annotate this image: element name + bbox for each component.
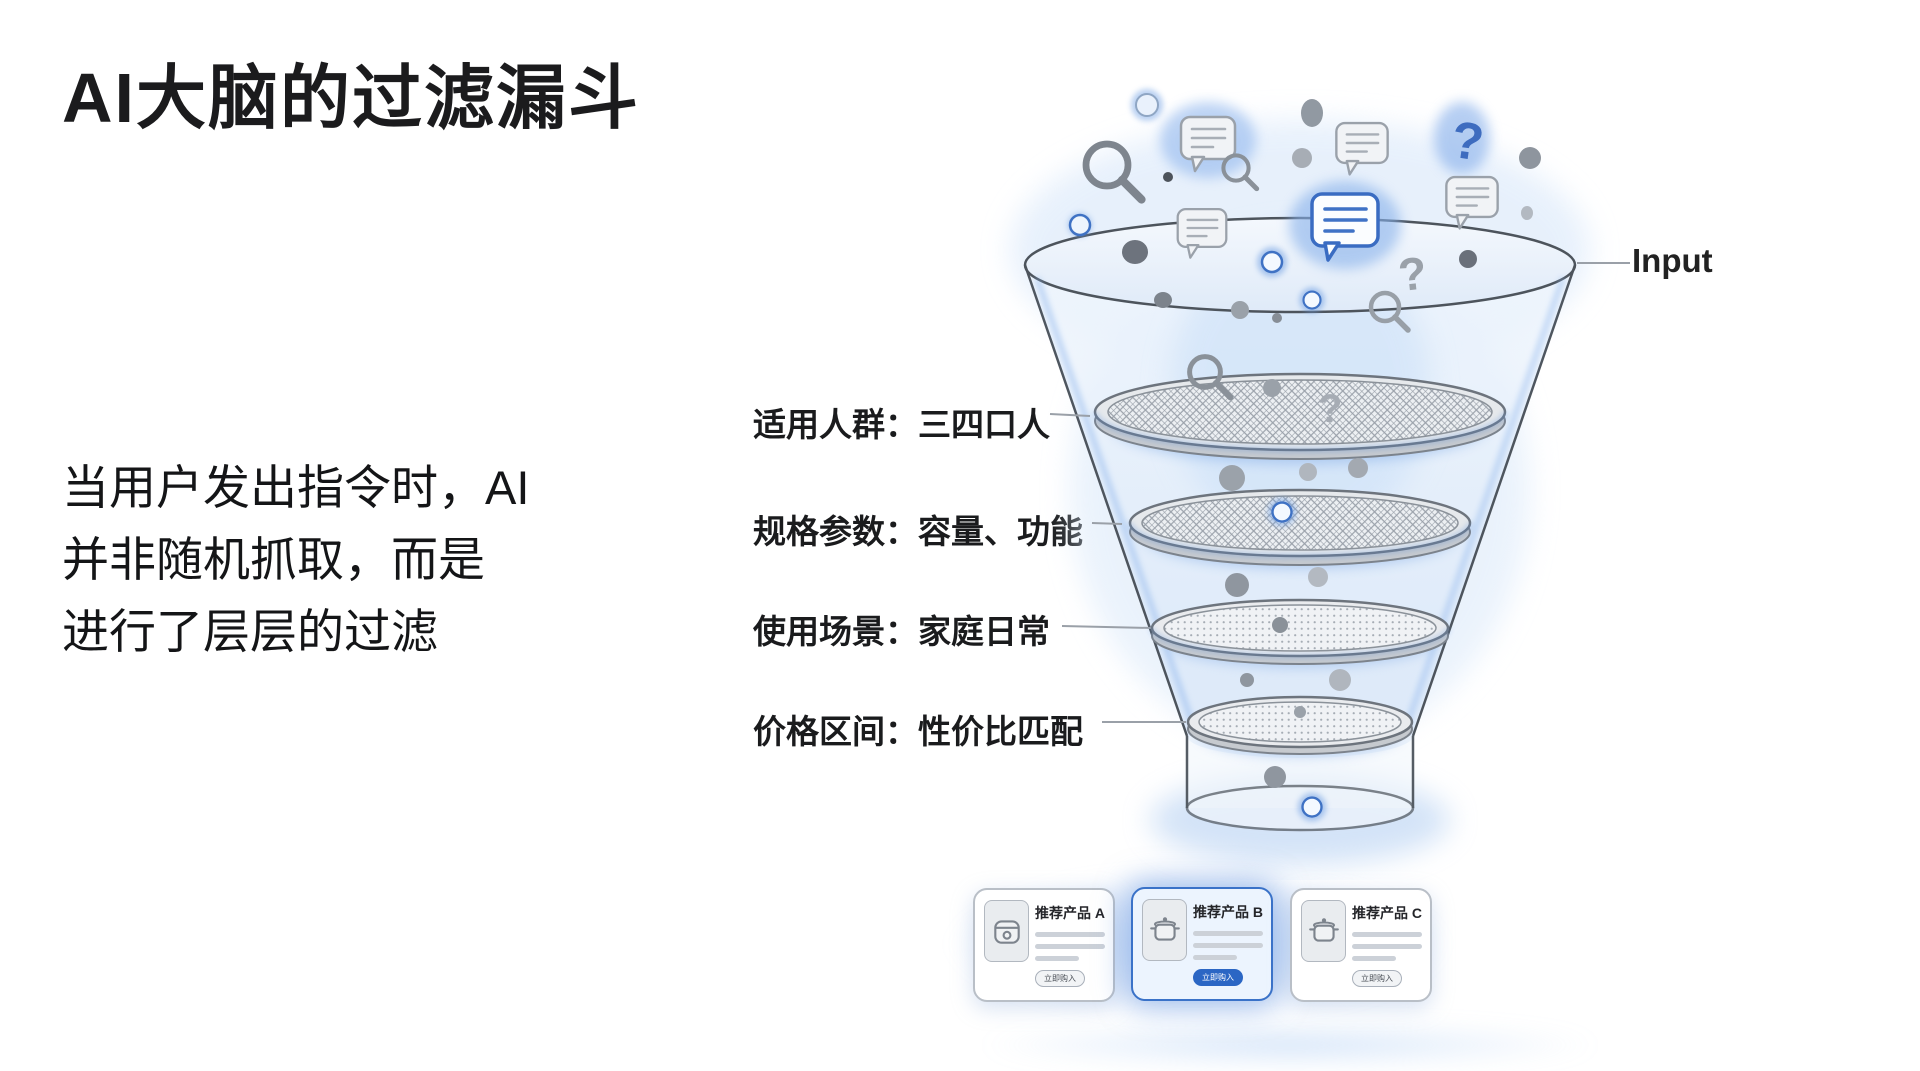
particle-dot — [1122, 240, 1148, 264]
particle-dot — [1301, 99, 1323, 127]
particle-dot — [1519, 147, 1541, 169]
glow-dot-icon — [1257, 247, 1287, 277]
question-mark-icon: ? — [1396, 246, 1429, 301]
page-title: AI大脑的过滤漏斗 — [62, 59, 640, 137]
particle-dot — [1068, 213, 1092, 237]
skeleton-line — [1035, 956, 1079, 961]
input-debris-icons: ? ? — [1068, 89, 1541, 301]
funnel-label-specs: 规格参数：容量、功能 — [753, 513, 1083, 550]
skeleton-line — [1193, 931, 1263, 936]
funnel-label-scenario: 使用场景：家庭日常 — [753, 613, 1050, 650]
buy-button[interactable]: 立即购入 — [1035, 970, 1085, 987]
filtered-particles: ? — [1154, 287, 1408, 821]
card-title: 推荐产品 B — [1193, 904, 1263, 920]
leader-lines — [1049, 262, 1630, 723]
description-line-2: 并非随机抓取，而是 — [62, 533, 485, 586]
skeleton-line — [1035, 944, 1105, 949]
card-title: 推荐产品 C — [1352, 905, 1422, 921]
skeleton-line — [1352, 932, 1422, 937]
skeleton-line — [1352, 956, 1396, 961]
particle-dot — [1459, 250, 1477, 268]
description-line-1: 当用户发出指令时，AI — [62, 461, 530, 514]
stock-pot-icon — [1142, 899, 1187, 961]
product-card-c[interactable]: 推荐产品 C 立即购入 — [1290, 888, 1432, 1002]
question-mark-icon: ? — [1318, 387, 1342, 431]
card-title: 推荐产品 A — [1035, 905, 1105, 921]
product-card-a[interactable]: 推荐产品 A 立即购入 — [973, 888, 1115, 1002]
funnel-label-audience: 适用人群：三四口人 — [753, 406, 1050, 443]
bottom-haze-glow — [980, 1022, 1600, 1068]
buy-button[interactable]: 立即购入 — [1193, 969, 1243, 986]
sieve-layer-2 — [1128, 488, 1472, 569]
buy-button[interactable]: 立即购入 — [1352, 970, 1402, 987]
skeleton-line — [1193, 955, 1237, 960]
particle-dot — [1163, 172, 1173, 182]
particle-dot — [1292, 148, 1312, 168]
funnel-label-price: 价格区间：性价比匹配 — [753, 713, 1083, 750]
input-label: Input — [1632, 242, 1713, 279]
skeleton-line — [1193, 943, 1263, 948]
description-paragraph: 当用户发出指令时，AI 并非随机抓取，而是 进行了层层的过滤 — [62, 452, 529, 668]
rice-cooker-icon — [984, 900, 1029, 962]
particle-dot — [1521, 206, 1533, 220]
skeleton-line — [1352, 944, 1422, 949]
funnel-diagram: ? ? ? — [1010, 89, 1630, 865]
sieve-layer-4 — [1186, 695, 1414, 757]
stock-pot-icon — [1301, 900, 1346, 962]
description-line-3: 进行了层层的过滤 — [62, 605, 438, 658]
skeleton-line — [1035, 932, 1105, 937]
sieve-layer-1 — [1093, 372, 1507, 464]
product-card-b[interactable]: 推荐产品 B 立即购入 — [1131, 887, 1273, 1001]
sieve-layer-3 — [1150, 598, 1450, 668]
